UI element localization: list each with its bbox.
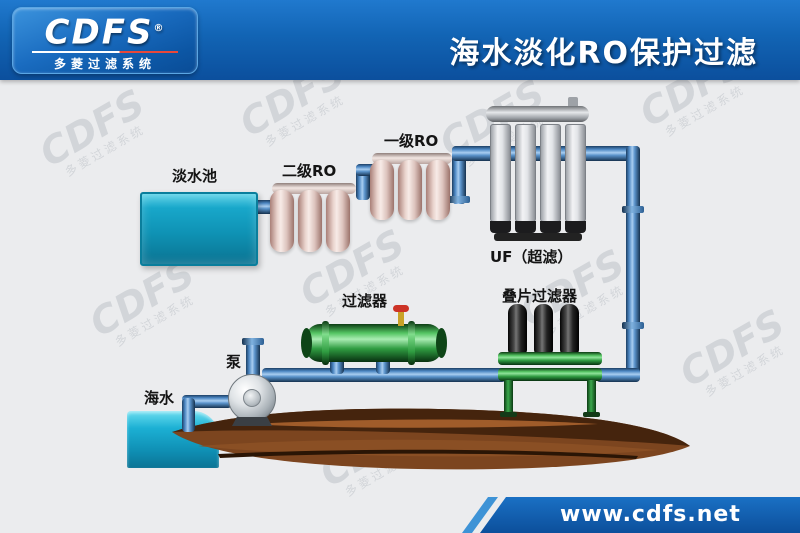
uf-tube-cap	[540, 221, 561, 233]
page-title: 海水淡化RO保护过滤	[449, 36, 758, 71]
header-bar: CDFS® 多菱过滤系统 海水淡化RO保护过滤	[0, 0, 800, 80]
uf-top-manifold	[486, 106, 589, 122]
disc-filter-top-manifold	[498, 352, 602, 365]
uf-membrane-tube	[515, 124, 536, 222]
pipe-flange	[242, 338, 264, 345]
freshwater-tank	[140, 192, 258, 266]
pipe-flange	[448, 196, 470, 203]
secondary-ro-vessel	[326, 190, 350, 252]
pipe-right-vertical	[626, 146, 640, 382]
uf-tube-cap	[490, 221, 511, 233]
disc-filter-bottom-manifold	[498, 368, 602, 381]
primary-ro-label: 一级RO	[384, 132, 439, 150]
primary-ro-vessel	[398, 160, 422, 220]
primary-ro-vessel	[370, 160, 394, 220]
disc-filter-leg	[504, 380, 513, 414]
disc-filter-cartridge	[534, 304, 553, 354]
disc-filter-foot	[583, 412, 600, 417]
pipe-bottom-main	[262, 368, 506, 382]
primary-ro-manifold	[372, 153, 452, 164]
uf-label: UF（超滤）	[490, 248, 573, 266]
disc-filter-leg	[587, 380, 596, 414]
primary-ro-vessel	[426, 160, 450, 220]
valve-handle	[393, 305, 409, 312]
brand-name: CDFS®	[44, 12, 166, 53]
pipe-seawater-drop	[182, 398, 195, 432]
pipe-pump-outlet	[246, 342, 260, 378]
secondary-ro-vessel	[298, 190, 322, 252]
logo-divider	[32, 51, 178, 54]
ground	[172, 408, 690, 470]
uf-membrane-tube	[540, 124, 561, 222]
brand-tagline: 多菱过滤系统	[53, 57, 156, 72]
filter-endcap-right	[436, 328, 447, 358]
seawater-label: 海水	[144, 389, 175, 407]
uf-membrane-tube	[565, 124, 586, 222]
disc-filter-cartridge	[508, 304, 527, 354]
watermark-brand: CDFS	[32, 80, 152, 176]
secondary-ro-manifold	[272, 183, 356, 194]
footer-banner	[480, 497, 800, 533]
secondary-ro-vessel	[270, 190, 294, 252]
brand-logo: CDFS® 多菱过滤系统	[12, 7, 198, 74]
registered-mark: ®	[153, 23, 166, 34]
secondary-ro-label: 二级RO	[282, 162, 337, 180]
disc-filter-foot	[500, 412, 517, 417]
website-url[interactable]: www.cdfs.net	[560, 502, 741, 527]
disc-filter-label: 叠片过滤器	[502, 287, 578, 305]
disc-filter-cartridge	[560, 304, 579, 354]
freshwater-tank-label: 淡水池	[172, 167, 218, 185]
uf-membrane-tube	[490, 124, 511, 222]
filter-endcap-left	[301, 328, 312, 358]
pipe-discfilter-outlet	[596, 368, 640, 382]
uf-bottom-manifold	[494, 233, 582, 241]
filter-flange	[322, 321, 329, 365]
valve-stem	[398, 310, 404, 326]
pipe-flange	[622, 322, 644, 329]
uf-unit	[486, 97, 589, 244]
pipe-flange	[622, 206, 644, 213]
uf-top-port	[568, 97, 578, 108]
filter-label: 过滤器	[342, 292, 388, 310]
uf-tube-cap	[565, 221, 586, 233]
watermark-tagline: 多菱过滤系统	[62, 122, 148, 180]
filter-flange	[408, 321, 415, 365]
pump-label: 泵	[226, 353, 242, 371]
uf-tube-cap	[515, 221, 536, 233]
pump-hub	[243, 389, 261, 407]
pump-base	[232, 417, 272, 426]
